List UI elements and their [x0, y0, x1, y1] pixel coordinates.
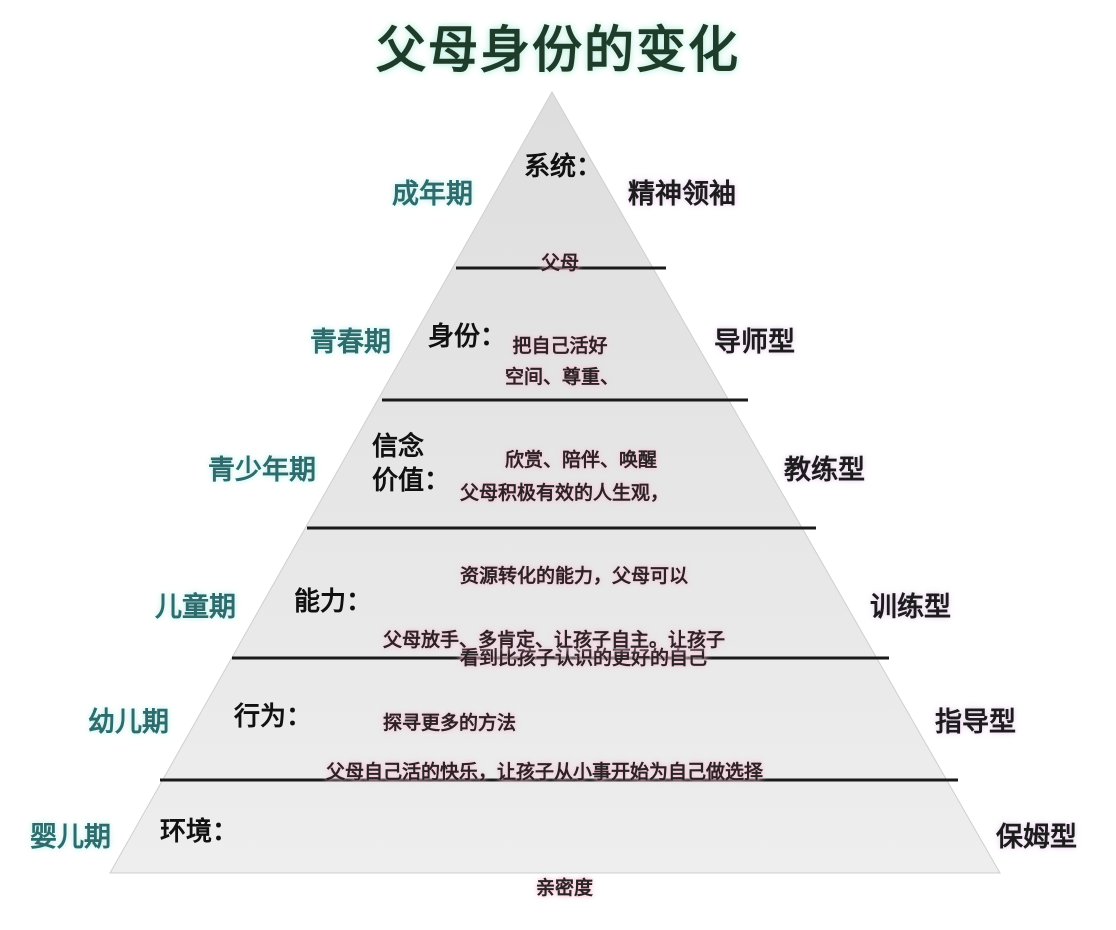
- aspect-label-line: 信念: [372, 432, 425, 462]
- role-label-trainer: 训练型: [870, 592, 951, 623]
- role-label-guide: 指导型: [935, 707, 1016, 738]
- aspect-label-behavior: 行为：: [234, 700, 312, 734]
- stage-label-infant: 婴儿期: [30, 822, 111, 853]
- description-toddler: 父母自己活的快乐，让孩子从小事开始为自己做选择: [326, 704, 763, 814]
- aspect-label-system: 系统：: [524, 150, 602, 184]
- description-adolescence: 空间、尊重、 欣赏、陪伴、唤醒: [505, 309, 657, 502]
- stage-label-toddler: 幼儿期: [88, 707, 169, 738]
- aspect-label-line: 价值：: [372, 466, 451, 497]
- aspect-label-line: 系统：: [524, 152, 603, 182]
- description-line: 父母自己活的快乐，让孩子从小事开始为自己做选择: [326, 761, 764, 784]
- aspect-label-line: 身份：: [428, 322, 507, 352]
- description-line: 父母放手、多肯定、让孩子自主。让孩子: [383, 629, 726, 652]
- stage-label-teenage: 青少年期: [208, 455, 316, 486]
- pyramid-graphic: [109, 90, 1001, 874]
- aspect-label-environment: 环境：: [160, 815, 238, 849]
- description-infant: 亲密度: [536, 820, 593, 930]
- description-line: 亲密度: [536, 877, 594, 900]
- description-childhood: 父母放手、多肯定、让孩子自主。让孩子 探寻更多的方法: [383, 572, 725, 765]
- role-label-coach: 教练型: [784, 455, 865, 486]
- role-label-mentor: 导师型: [714, 327, 795, 358]
- stage-label-adolescence: 青春期: [310, 327, 391, 358]
- pyramid-body: [109, 90, 1001, 874]
- description-teenage: 父母积极有效的人生观， 资源转化的能力，父母可以 看到比孩子认识的更好的自己: [460, 425, 707, 700]
- description-line: 看到比孩子认识的更好的自己: [460, 647, 708, 670]
- description-line: 资源转化的能力，父母可以: [460, 564, 689, 587]
- aspect-label-line: 行为：: [234, 702, 313, 732]
- description-line: 欣赏、陪伴、唤醒: [505, 448, 658, 471]
- description-line: 父母积极有效的人生观，: [460, 482, 670, 505]
- description-line: 把自己活好: [512, 334, 608, 357]
- stage-label-adult: 成年期: [392, 179, 473, 210]
- role-label-nanny: 保姆型: [996, 822, 1077, 853]
- description-line: 空间、尊重、: [505, 366, 620, 389]
- aspect-label-ability: 能力：: [294, 585, 372, 619]
- description-line: 父母: [540, 252, 579, 275]
- stage-label-childhood: 儿童期: [155, 592, 236, 623]
- aspect-label-identity: 身份：: [428, 320, 506, 354]
- aspect-label-belief-value: 信念 价值：: [372, 430, 450, 499]
- aspect-label-line: 能力：: [294, 587, 373, 617]
- description-adult: 父母 把自己活好: [495, 195, 625, 388]
- diagram-title: 父母身份的变化: [376, 21, 740, 79]
- aspect-label-line: 环境：: [160, 817, 239, 847]
- role-label-spiritual-leader: 精神领袖: [628, 179, 736, 210]
- description-line: 探寻更多的方法: [383, 711, 517, 734]
